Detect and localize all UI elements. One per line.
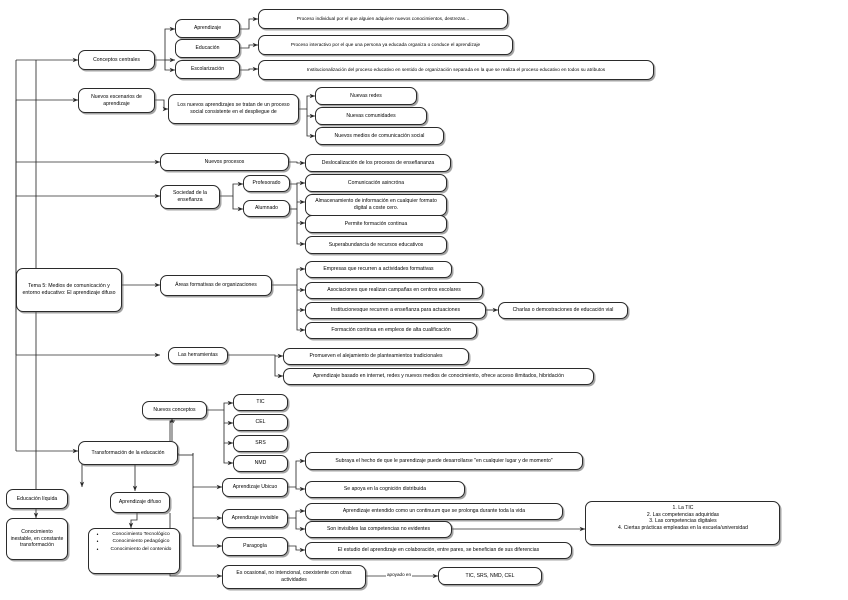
node-escolarizacion[interactable]: Escolarización <box>175 60 240 79</box>
node-nuevos-procesos[interactable]: Nuevos procesos <box>160 153 289 171</box>
node-paragogia-estudio-colaboracion[interactable]: El estudio del aprendizaje en colaboraci… <box>305 542 572 559</box>
node-ubicuo-cualquier-lugar[interactable]: Subraya el hecho de que le parendizaje p… <box>305 452 583 470</box>
node-formacion-continua-alta-cualificacion[interactable]: Formación continua en empleos de alta cu… <box>305 322 477 339</box>
node-aprendizaje-definicion[interactable]: Proceso individual por el que alguien ad… <box>258 9 508 29</box>
node-profesorado[interactable]: Profesorado <box>243 175 290 192</box>
bullet-dot-icon: • <box>96 539 99 546</box>
node-alumnado[interactable]: Alumnado <box>243 200 290 217</box>
node-aprendizaje-difuso-conocimientos[interactable]: • Conocimiento Tecnológico • Conocimient… <box>88 528 180 574</box>
node-herramienta-aprendizaje-internet[interactable]: Aprendizaje basado en internet, redes y … <box>283 368 594 385</box>
node-empresas-actividades-formativas[interactable]: Empresas que recurren a actividades form… <box>305 261 452 278</box>
node-nuevos-escenarios[interactable]: Nuevos escenarios de aprendizaje <box>78 88 155 113</box>
node-superabundancia-recursos[interactable]: Superabundancia de recursos educativos <box>305 236 447 254</box>
node-educacion[interactable]: Educación <box>175 39 240 58</box>
node-nuevas-comunidades[interactable]: Nuevas comunidades <box>315 107 427 125</box>
node-educacion-definicion[interactable]: Proceso interactivo por el que una perso… <box>258 35 513 55</box>
list-item: 2. Las competencias adquiridas <box>646 511 720 518</box>
root-node[interactable]: Tema 5: Medios de comunicación y entorno… <box>16 268 122 312</box>
node-instituciones-ensenanza[interactable]: Institucionesque recurren a enseñanza pa… <box>305 302 486 319</box>
node-comunicacion-asincrona[interactable]: Comunicación asincróna <box>305 174 447 192</box>
node-las-herramientas[interactable]: Las herramientas <box>168 347 228 364</box>
node-sociedad-ensenanza[interactable]: Sociedad de la enseñanza <box>160 185 220 209</box>
list-item: 3. Las competencias digitales <box>649 518 717 525</box>
node-nuevos-conceptos[interactable]: Nuevos conceptos <box>142 401 207 419</box>
node-invisible-numbered-list[interactable]: 1. La TIC 2. Las competencias adquiridas… <box>585 501 780 545</box>
node-conceptos-centrales[interactable]: Conceptos centrales <box>78 50 155 70</box>
node-paragogia[interactable]: Paragogía <box>222 537 288 556</box>
bullet-label: Conocimiento Tecnológico <box>112 532 170 537</box>
node-ubicuo-cognicion-distribuida[interactable]: Se apoya en la cognición distribuida <box>305 481 465 498</box>
node-concepto-cel[interactable]: CEL <box>233 414 288 431</box>
node-concepto-srs[interactable]: SRS <box>233 435 288 452</box>
node-aprendizaje[interactable]: Aprendizaje <box>175 19 240 38</box>
edge-label-apoyado-en: apoyado en <box>386 572 413 577</box>
node-charlas-educacion-vial[interactable]: Charlas o demostraciones de educación vi… <box>498 302 628 319</box>
node-areas-formativas[interactable]: Áreas formativas de organizaciones <box>160 275 272 296</box>
node-herramienta-alejamiento[interactable]: Promueven el alejamiento de planteamient… <box>283 348 469 365</box>
node-concepto-tic[interactable]: TIC <box>233 394 288 411</box>
list-item: 1. La TIC <box>672 505 694 511</box>
node-invisible-continuum[interactable]: Aprendizaje entendido como un continuum … <box>305 503 563 520</box>
node-invisible-competencias[interactable]: Son invisibles las competencias no evide… <box>305 521 452 538</box>
bullet-item: • Conocimiento Tecnológico <box>93 532 177 538</box>
bullet-dot-icon: • <box>96 532 99 538</box>
bullet-item: • Conocimiento pedagógico <box>93 539 177 545</box>
bullet-label: Conocimiento del contenido <box>110 546 172 552</box>
node-apoyado-tic-srs-nmd-cel[interactable]: TIC, SRS, NMD, CEL <box>438 567 542 585</box>
list-item: 4. Ciertas prácticas empleadas en la esc… <box>618 524 748 531</box>
node-concepto-nmd[interactable]: NMD <box>233 455 288 472</box>
node-escolarizacion-definicion[interactable]: Institucionalización del proceso educati… <box>258 60 654 80</box>
node-formacion-continua[interactable]: Permite formación continua <box>305 215 447 233</box>
node-deslocalizacion[interactable]: Deslocalización de los procesos de enseñ… <box>305 154 451 172</box>
node-nuevos-escenarios-statement[interactable]: Los nuevos aprendizajes se tratan de un … <box>168 94 299 124</box>
bullet-dot-icon: • <box>96 546 99 553</box>
node-aprendizaje-difuso[interactable]: Aprendizaje difuso <box>110 492 170 513</box>
node-nuevas-redes[interactable]: Nuevas redes <box>315 87 417 105</box>
node-nuevos-medios-comunicacion-social[interactable]: Nuevos medios de comunicación social <box>315 127 444 145</box>
node-transformacion-educacion[interactable]: Transformación de la educación <box>78 441 178 465</box>
node-aprendizaje-invisible[interactable]: Aprendizaje invisible <box>222 509 288 528</box>
bullet-label: Conocimiento pedagógico <box>112 539 170 545</box>
node-asociaciones-campanas[interactable]: Asociaciones que realizan campañas en ce… <box>305 282 483 299</box>
node-conocimiento-inestable[interactable]: Conocimiento inestable, en constante tra… <box>6 518 68 560</box>
node-educacion-liquida[interactable]: Educación líquida <box>6 489 68 509</box>
node-aprendizaje-ubicuo[interactable]: Aprendizaje Ubicuo <box>222 478 288 497</box>
node-aprendizaje-ocasional[interactable]: Es ocasional, no intencional, coexistent… <box>222 565 366 589</box>
node-almacenamiento-informacion[interactable]: Almacenamiento de información en cualqui… <box>305 194 447 216</box>
bullet-item: • Conocimiento del contenido <box>93 547 177 553</box>
